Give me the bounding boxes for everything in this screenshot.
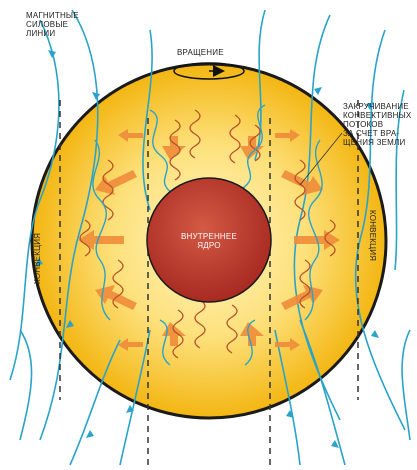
magnetic-lines-text-1: МАГНИТНЫЕ xyxy=(26,11,79,20)
convection-right-text: КОНВЕКЦИЯ xyxy=(368,210,377,261)
twisting-text-2: КОНВЕКТИВНЫХ xyxy=(343,111,411,120)
rotation-text: ВРАЩЕНИЕ xyxy=(177,48,224,57)
rotation-label: ВРАЩЕНИЕ xyxy=(177,48,224,57)
magnetic-lines-text-2: СИЛОВЫЕ xyxy=(26,20,79,29)
convection-left-label: КОНВЕКЦИЯ xyxy=(33,233,42,284)
magnetic-lines-label: МАГНИТНЫЕ СИЛОВЫЕ ЛИНИИ xyxy=(26,11,79,38)
twisting-text-1: ЗАКРУЧИВАНИЕ xyxy=(343,102,411,111)
convection-right-label: КОНВЕКЦИЯ xyxy=(368,210,377,261)
inner-core-text-2: ЯДРО xyxy=(169,241,249,250)
convection-left-text: КОНВЕКЦИЯ xyxy=(33,233,42,284)
inner-core-label: ВНУТРЕННЕЕ ЯДРО xyxy=(169,232,249,250)
twisting-text-5: ЩЕНИЯ ЗЕМЛИ xyxy=(343,138,411,147)
inner-core-text-1: ВНУТРЕННЕЕ xyxy=(169,232,249,241)
magnetic-lines-text-3: ЛИНИИ xyxy=(26,29,79,38)
twisting-label: ЗАКРУЧИВАНИЕ КОНВЕКТИВНЫХ ПОТОКОВ ЗА СЧЕ… xyxy=(343,102,411,147)
twisting-text-3: ПОТОКОВ xyxy=(343,120,411,129)
twisting-text-4: ЗА СЧЕТ ВРА- xyxy=(343,129,411,138)
